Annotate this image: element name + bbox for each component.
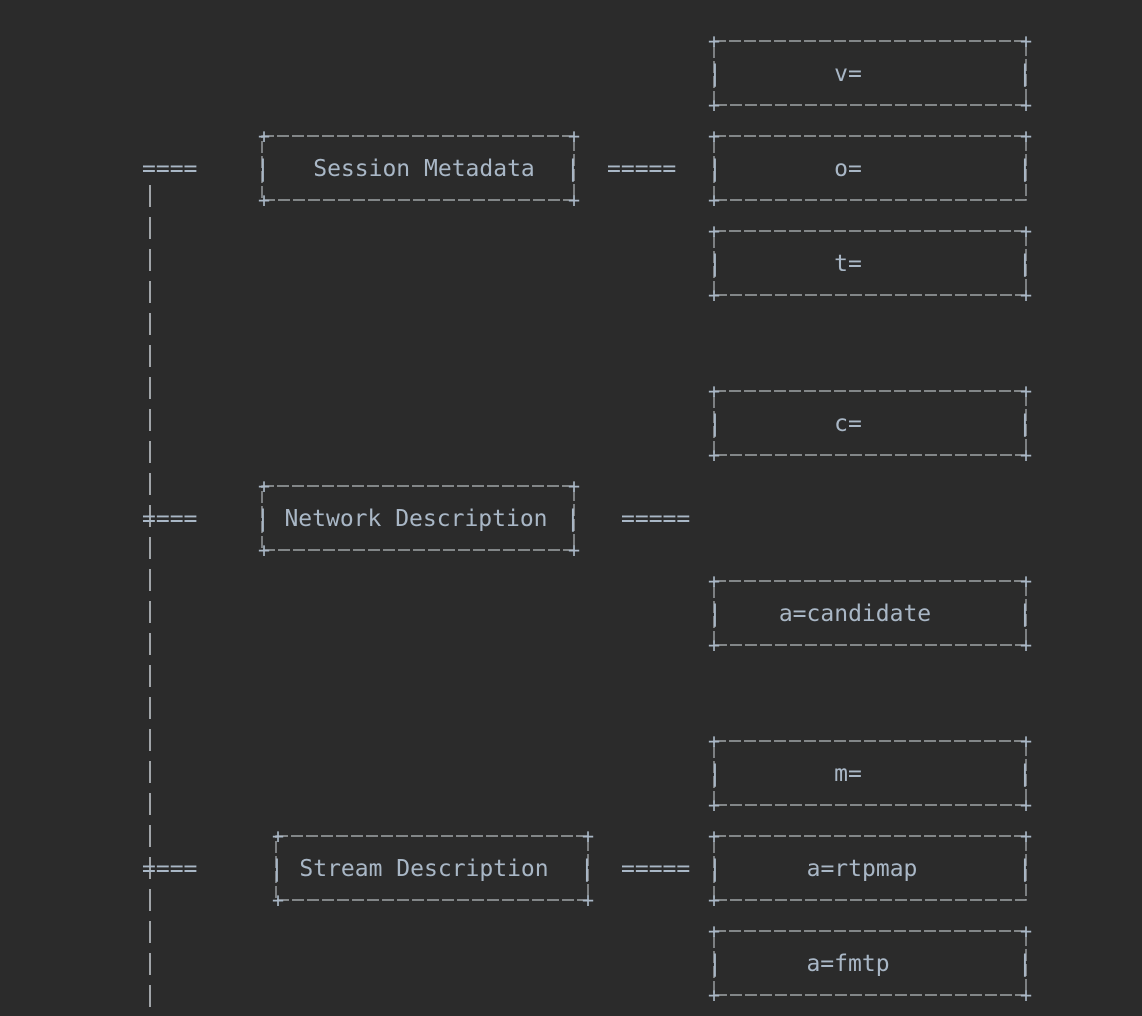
- section-label-network: Network Description: [284, 506, 547, 532]
- field-label-c: c=: [834, 411, 862, 437]
- field-box-v: + + + + | |: [708, 29, 1032, 117]
- svg-text:+: +: [1020, 824, 1032, 848]
- svg-text:+: +: [708, 29, 720, 53]
- section-box-network: + + + + | |: [256, 474, 580, 562]
- svg-text:+: +: [582, 824, 594, 848]
- svg-text:|: |: [566, 156, 580, 182]
- svg-text:+: +: [258, 188, 270, 212]
- svg-text:+: +: [708, 983, 720, 1007]
- svg-text:|: |: [708, 601, 722, 627]
- svg-text:+: +: [1020, 633, 1032, 657]
- svg-text:+: +: [708, 888, 720, 912]
- svg-text:+: +: [708, 633, 720, 657]
- svg-text:+: +: [272, 888, 284, 912]
- svg-text:|: |: [708, 951, 722, 977]
- svg-text:+: +: [568, 474, 580, 498]
- svg-text:+: +: [708, 729, 720, 753]
- svg-text:+: +: [258, 538, 270, 562]
- svg-text:+: +: [708, 379, 720, 403]
- svg-text:|: |: [708, 61, 722, 87]
- field-label-t: t=: [834, 251, 862, 277]
- svg-text:|: |: [566, 506, 580, 532]
- field-box-o: + + + | |: [708, 124, 1032, 212]
- svg-text:+: +: [258, 474, 270, 498]
- svg-text:|: |: [580, 856, 594, 882]
- svg-text:+: +: [1020, 283, 1032, 307]
- field-label-a-rtpmap: a=rtpmap: [807, 856, 918, 882]
- svg-text:+: +: [1020, 569, 1032, 593]
- svg-text:+: +: [708, 283, 720, 307]
- svg-text:|: |: [270, 856, 284, 882]
- svg-text:+: +: [1020, 124, 1032, 148]
- connector-stream: =====: [621, 856, 690, 882]
- field-box-a-candidate: + + + + | |: [708, 569, 1032, 657]
- svg-text:+: +: [568, 538, 580, 562]
- svg-text:+: +: [1020, 379, 1032, 403]
- field-box-t: + + + + | |: [708, 219, 1032, 307]
- svg-text:+: +: [258, 124, 270, 148]
- svg-text:+: +: [1020, 219, 1032, 243]
- svg-text:|: |: [1018, 761, 1032, 787]
- svg-text:|: |: [1018, 156, 1032, 182]
- svg-text:|: |: [1018, 61, 1032, 87]
- connector-session: =====: [607, 156, 676, 182]
- svg-text:+: +: [708, 824, 720, 848]
- svg-text:|: |: [1018, 601, 1032, 627]
- svg-text:+: +: [708, 919, 720, 943]
- svg-text:|: |: [1018, 251, 1032, 277]
- connector-network: =====: [621, 506, 690, 532]
- field-label-m: m=: [834, 761, 862, 787]
- svg-text:+: +: [1020, 29, 1032, 53]
- section-box-session: + + + + | |: [256, 124, 580, 212]
- svg-text:|: |: [256, 156, 270, 182]
- svg-text:+: +: [1020, 729, 1032, 753]
- svg-text:+: +: [568, 188, 580, 212]
- svg-text:|: |: [708, 411, 722, 437]
- field-label-a-candidate: a=candidate: [779, 601, 931, 627]
- svg-text:+: +: [1020, 93, 1032, 117]
- branch-stream: ====: [142, 856, 197, 882]
- svg-text:+: +: [1020, 443, 1032, 467]
- branch-session: ====: [142, 156, 197, 182]
- svg-text:+: +: [708, 219, 720, 243]
- svg-text:+: +: [568, 124, 580, 148]
- svg-text:+: +: [708, 569, 720, 593]
- svg-text:|: |: [1018, 951, 1032, 977]
- svg-text:+: +: [708, 793, 720, 817]
- svg-text:|: |: [708, 156, 722, 182]
- section-box-stream: + + + + | |: [270, 824, 594, 912]
- svg-text:+: +: [708, 443, 720, 467]
- svg-text:+: +: [1020, 793, 1032, 817]
- section-label-session: Session Metadata: [313, 156, 535, 182]
- svg-text:|: |: [708, 251, 722, 277]
- svg-text:|: |: [708, 761, 722, 787]
- section-label-stream: Stream Description: [299, 856, 548, 882]
- svg-text:+: +: [708, 124, 720, 148]
- field-label-a-fmtp: a=fmtp: [806, 951, 889, 977]
- field-box-a-fmtp: + + + + | |: [708, 919, 1032, 1007]
- svg-text:|: |: [256, 506, 270, 532]
- svg-text:|: |: [1018, 856, 1032, 882]
- svg-text:|: |: [708, 856, 722, 882]
- field-label-o: o=: [834, 156, 862, 182]
- svg-text:+: +: [272, 824, 284, 848]
- branch-network: ====: [142, 506, 197, 532]
- field-box-c: + + + + | |: [708, 379, 1032, 467]
- svg-text:+: +: [582, 888, 594, 912]
- svg-text:+: +: [1020, 983, 1032, 1007]
- field-box-m: + + + + | |: [708, 729, 1032, 817]
- svg-text:+: +: [708, 188, 720, 212]
- svg-text:|: |: [1018, 411, 1032, 437]
- svg-text:+: +: [708, 93, 720, 117]
- svg-text:+: +: [1020, 919, 1032, 943]
- field-label-v: v=: [834, 61, 862, 87]
- field-box-a-rtpmap: + + + | |: [708, 824, 1032, 912]
